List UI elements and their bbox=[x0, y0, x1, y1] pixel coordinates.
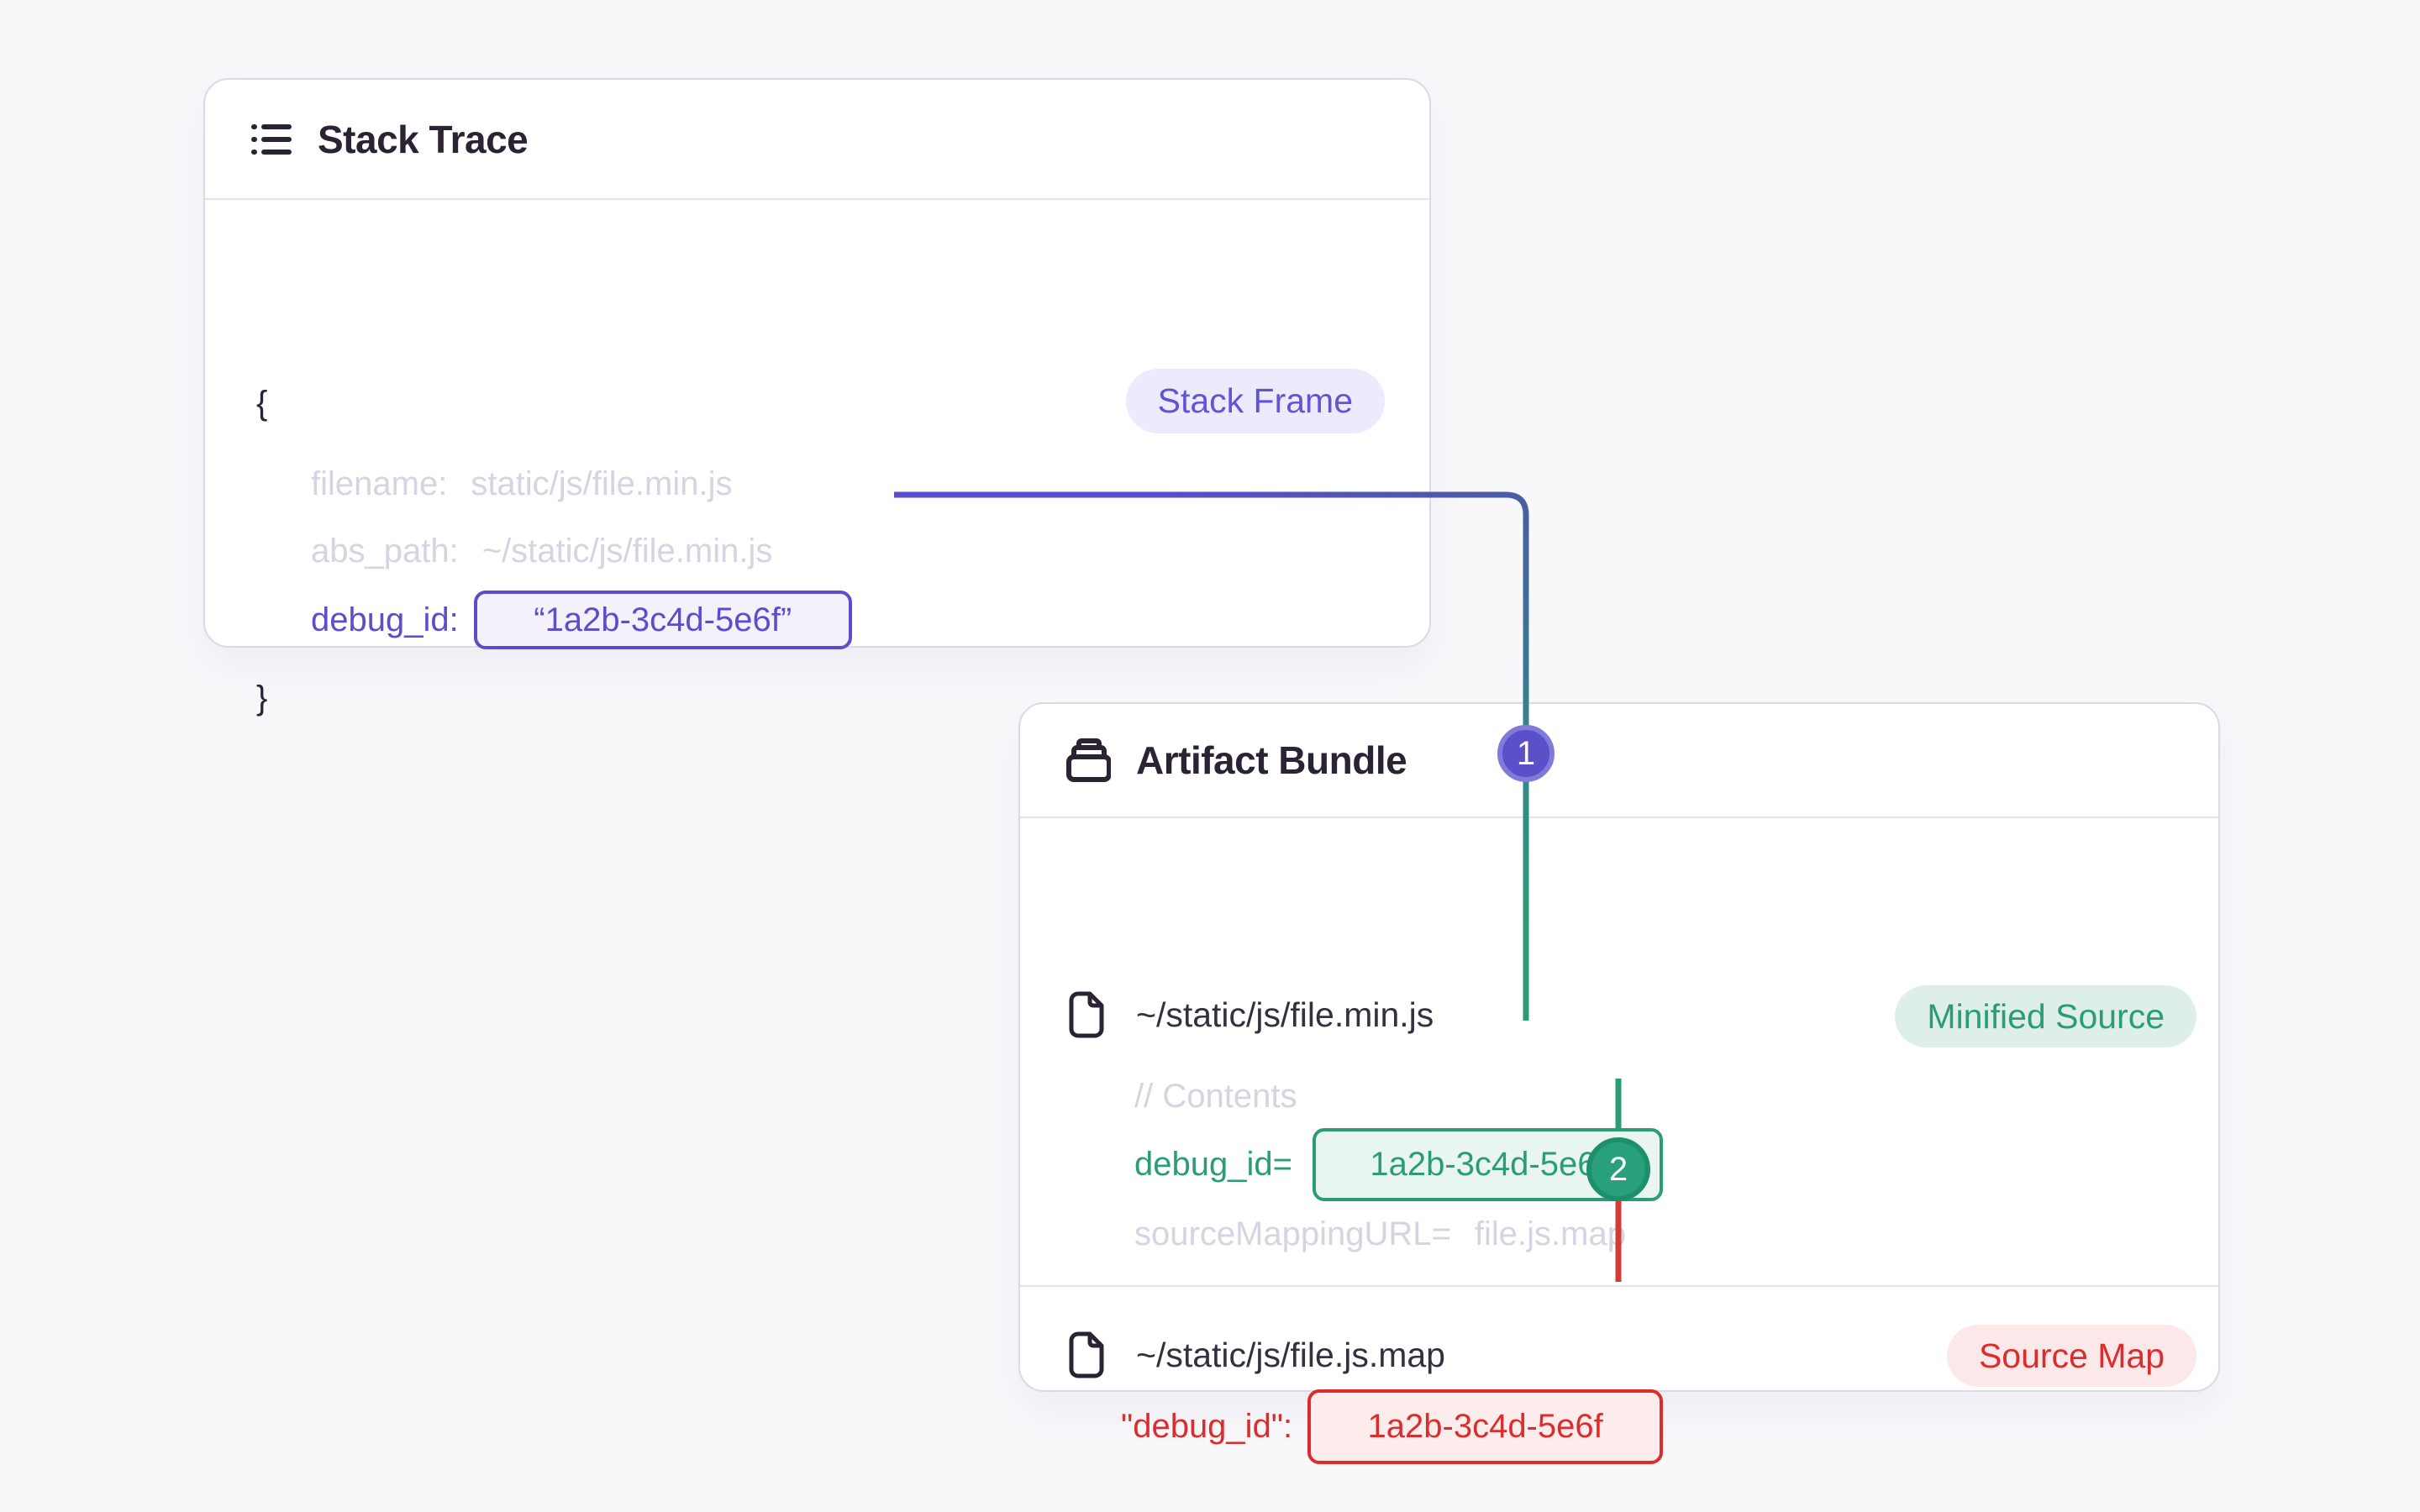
artifact-bundle-card: Artifact Bundle ~/static/js/file.min.js … bbox=[1018, 702, 2220, 1464]
list-icon bbox=[251, 123, 292, 155]
source-mapping-row: sourceMappingURL= file.js.map bbox=[1134, 1214, 1626, 1254]
filename-value: static/js/file.min.js bbox=[471, 465, 733, 502]
brace-close: } bbox=[256, 679, 268, 717]
bundle-debug-id-row: debug_id= 1a2b-3c4d-5e6f bbox=[1134, 1128, 1663, 1201]
abs-path-key: abs_path: bbox=[311, 532, 459, 570]
file-row-sourcemap: ~/static/js/file.js.map bbox=[1067, 1330, 1445, 1380]
file-section-divider bbox=[1020, 1285, 2218, 1287]
stack-trace-title: Stack Trace bbox=[318, 117, 529, 161]
bundle-debug-id-key: debug_id= bbox=[1134, 1146, 1292, 1183]
source-mapping-key: sourceMappingURL= bbox=[1134, 1215, 1451, 1252]
file-icon bbox=[1069, 1331, 1104, 1378]
file-row-minified: ~/static/js/file.min.js bbox=[1067, 990, 1434, 1040]
stack-trace-card: Stack Trace Stack Frame { filename: stat… bbox=[203, 78, 1431, 717]
contents-comment: // Contents bbox=[1134, 1077, 1297, 1115]
step-1-circle: 1 bbox=[1497, 725, 1555, 782]
filename-row: filename: static/js/file.min.js bbox=[311, 464, 732, 504]
source-map-badge: Source Map bbox=[1946, 1325, 2196, 1387]
brace-open: { bbox=[256, 384, 268, 422]
abs-path-row: abs_path: ~/static/js/file.min.js bbox=[311, 531, 772, 571]
filename-key: filename: bbox=[311, 465, 448, 502]
file-path: ~/static/js/file.js.map bbox=[1136, 1335, 1445, 1374]
source-mapping-value: file.js.map bbox=[1474, 1215, 1626, 1252]
debug-id-value-box: “1a2b-3c4d-5e6f” bbox=[473, 591, 852, 649]
stack-trace-header: Stack Trace bbox=[205, 80, 1429, 200]
artifact-bundle-title: Artifact Bundle bbox=[1136, 738, 1407, 782]
sourcemap-debug-id-key: "debug_id": bbox=[1121, 1408, 1293, 1445]
minified-source-badge: Minified Source bbox=[1895, 985, 2196, 1047]
archive-icon bbox=[1066, 738, 1111, 782]
debug-id-key: debug_id: bbox=[311, 601, 459, 638]
file-icon bbox=[1069, 991, 1104, 1038]
step-2-circle: 2 bbox=[1586, 1137, 1650, 1201]
file-path: ~/static/js/file.min.js bbox=[1136, 995, 1434, 1034]
debug-id-row: debug_id: “1a2b-3c4d-5e6f” bbox=[311, 591, 852, 649]
stack-frame-badge: Stack Frame bbox=[1125, 369, 1385, 433]
sourcemap-debug-id-row: "debug_id": 1a2b-3c4d-5e6f bbox=[1121, 1389, 1664, 1464]
abs-path-value: ~/static/js/file.min.js bbox=[481, 532, 773, 570]
artifact-bundle-header: Artifact Bundle bbox=[1020, 704, 2218, 818]
sourcemap-debug-id-value-box: 1a2b-3c4d-5e6f bbox=[1307, 1389, 1664, 1464]
